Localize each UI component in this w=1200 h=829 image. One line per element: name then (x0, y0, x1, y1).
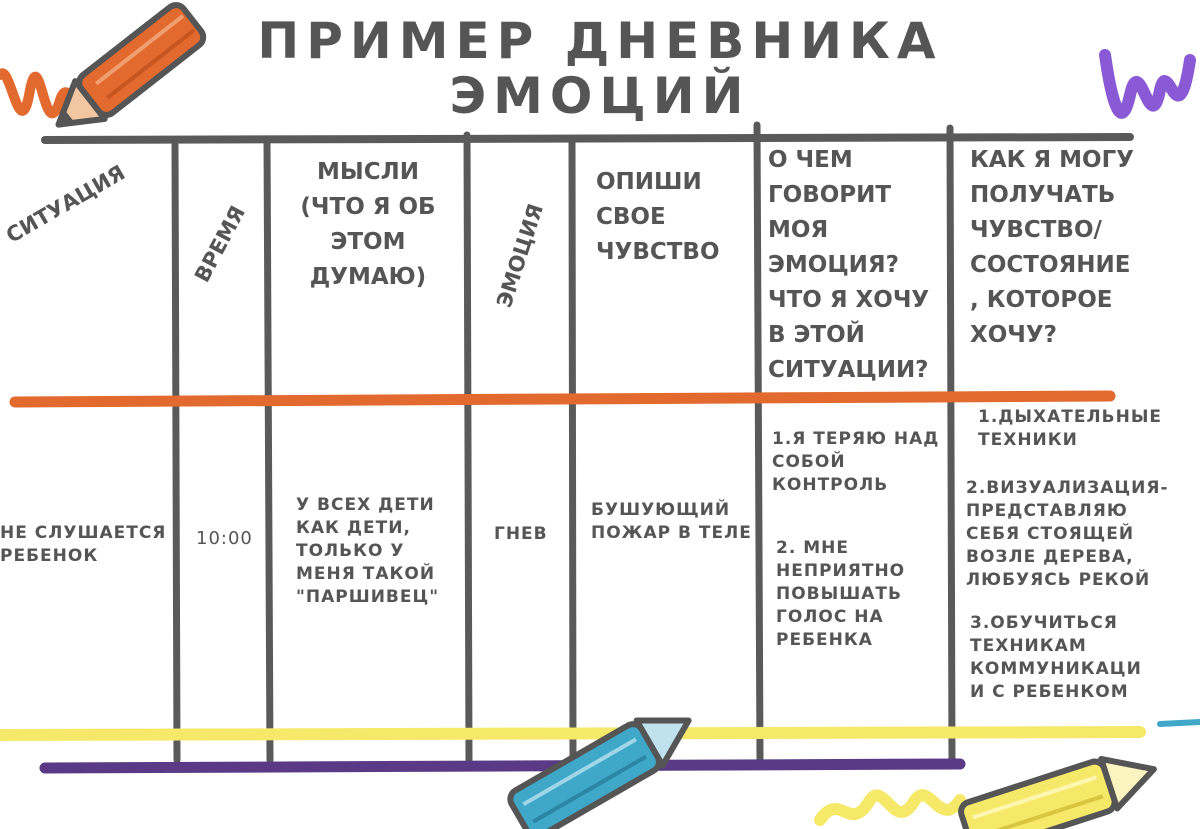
cell-feeling: БУШУЮЩИЙ ПОЖАР В ТЕЛЕ (591, 500, 752, 543)
blue-pencil-icon (507, 717, 692, 829)
yellow-pencil-icon (958, 755, 1157, 829)
divider-5 (753, 121, 764, 764)
divider-4 (568, 136, 577, 764)
column-header-how: КАК Я МОГУ ПОЛУЧАТЬ ЧУВСТВО/ СОСТОЯНИЕ ,… (970, 147, 1134, 348)
cell-thoughts: У ВСЕХ ДЕТИ КАК ДЕТИ, ТОЛЬКО У МЕНЯ ТАКО… (296, 495, 440, 607)
page-title-line2: ЭМОЦИЙ (449, 67, 751, 125)
divider-6 (946, 124, 956, 764)
page-title-line1: ПРИМЕР ДНЕВНИКА (257, 12, 943, 70)
purple-line (39, 758, 966, 774)
cell-meaning-2: 2. МНЕ НЕПРИЯТНО ПОВЫШАТЬ ГОЛОС НА РЕБЕН… (776, 538, 906, 650)
orange-pencil-icon (55, 2, 207, 128)
column-header-meaning: О ЧЕМ ГОВОРИТ МОЯ ЭМОЦИЯ? ЧТО Я ХОЧУ В Э… (768, 147, 930, 383)
violet-scribble (1099, 49, 1196, 119)
blue-dash (1157, 719, 1200, 727)
cell-situation: НЕ СЛУШАЕТСЯ РЕБЕНОК (0, 523, 167, 566)
orange-line (9, 390, 1116, 408)
cell-how-1: 1.ДЫХАТЕЛЬНЫЕ ТЕХНИКИ (978, 407, 1163, 450)
column-header-thoughts: МЫСЛИ (ЧТО Я ОБ ЭТОМ ДУМАЮ) (300, 159, 436, 290)
divider-3 (463, 131, 473, 764)
divider-2 (263, 136, 274, 764)
divider-1 (171, 141, 181, 764)
cell-emotion: ГНЕВ (494, 524, 548, 544)
yellow-scribble (814, 789, 966, 826)
yellow-line (0, 726, 1146, 741)
cell-how-3: 3.ОБУЧИТЬСЯ ТЕХНИКАМ КОММУНИКАЦИ И С РЕБ… (970, 613, 1142, 702)
cell-time: 10:00 (196, 528, 253, 549)
column-header-feeling: ОПИШИ СВОЕ ЧУВСТВО (596, 169, 720, 265)
cell-how-2: 2.ВИЗУАЛИЗАЦИЯ- ПРЕДСТАВЛЯЮ СЕБЯ СТОЯЩЕЙ… (966, 478, 1169, 590)
cell-meaning-1: 1.Я ТЕРЯЮ НАД СОБОЙ КОНТРОЛЬ (772, 429, 940, 495)
